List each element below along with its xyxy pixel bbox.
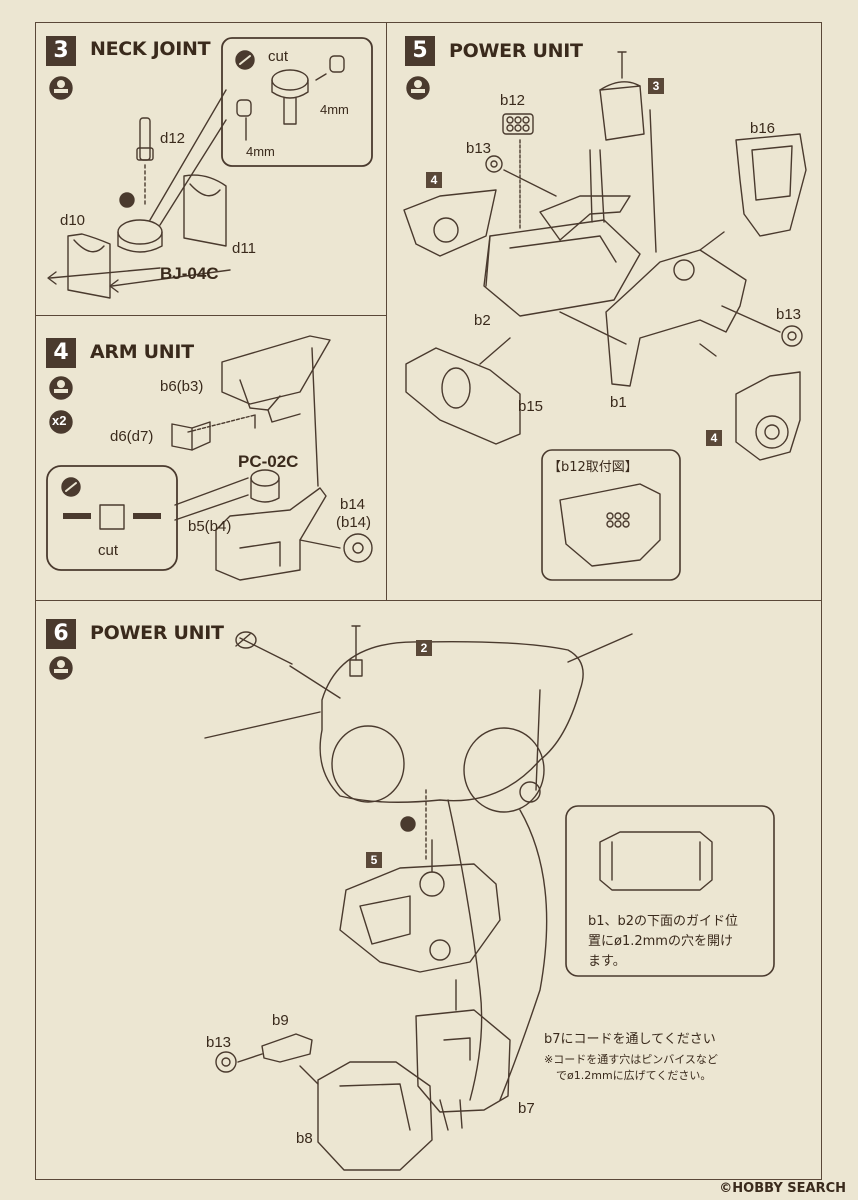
part-b12: b12 xyxy=(500,92,526,109)
multiplier-label: x2 xyxy=(52,413,67,428)
step6-panel xyxy=(35,600,822,1180)
callout-title: 【b12取付図】 xyxy=(548,460,638,475)
step6-title: POWER UNIT xyxy=(90,622,224,644)
cut-callout-box xyxy=(221,37,373,167)
glue-icon xyxy=(49,376,73,400)
part-b8: b8 xyxy=(296,1130,313,1147)
part-b7: b7 xyxy=(518,1100,535,1117)
step-ref-tag: 4 xyxy=(426,172,442,188)
cut-label: cut xyxy=(268,48,289,65)
part-pc-02c: PC-02C xyxy=(238,452,299,471)
part-b13: b13 xyxy=(206,1034,232,1051)
part-b1: b1 xyxy=(610,394,627,411)
part-d12: d12 xyxy=(160,130,186,147)
step-ref-tag: 4 xyxy=(706,430,722,446)
glue-icon xyxy=(49,656,73,680)
repeat-badge-icon xyxy=(49,410,73,434)
cord-note-line: ※コードを通す穴はピンバイスなど xyxy=(544,1053,718,1066)
step3-number: 3 xyxy=(46,36,76,66)
cord-note-line: でø1.2mmに広げてください。 xyxy=(556,1069,712,1082)
part-b16: b16 xyxy=(750,120,776,137)
hole-instruction-line: ます。 xyxy=(588,954,626,969)
part-d11: d11 xyxy=(232,240,256,257)
cord-instruction: b7にコードを通してください xyxy=(544,1032,716,1047)
dimension-label: 4mm xyxy=(320,102,349,117)
step6-number: 6 xyxy=(46,619,76,649)
part-b13: b13 xyxy=(466,140,492,157)
step5-number: 5 xyxy=(405,36,435,66)
part-d10: d10 xyxy=(60,212,86,229)
part-b2: b2 xyxy=(474,312,491,329)
part-b5: b5(b4) xyxy=(188,518,232,535)
hole-instruction-line: b1、b2の下面のガイド位 xyxy=(588,914,739,929)
cut-label: cut xyxy=(98,542,119,559)
watermark: ©HOBBY SEARCH xyxy=(719,1181,846,1196)
part-d6: d6(d7) xyxy=(110,428,154,445)
part-b6: b6(b3) xyxy=(160,378,204,395)
part-b14-alt: (b14) xyxy=(336,514,372,531)
part-b14: b14 xyxy=(340,496,366,513)
step5-title: POWER UNIT xyxy=(449,40,583,62)
part-b15: b15 xyxy=(518,398,544,415)
part-b13: b13 xyxy=(776,306,802,323)
step4-number: 4 xyxy=(46,338,76,368)
dimension-label: 4mm xyxy=(246,144,275,159)
step-ref-tag: 3 xyxy=(648,78,664,94)
step-ref-tag: 2 xyxy=(416,640,432,656)
step-ref-tag: 5 xyxy=(366,852,382,868)
cut-callout-box xyxy=(46,465,178,571)
step3-title: NECK JOINT xyxy=(90,38,211,60)
step4-title: ARM UNIT xyxy=(90,341,194,363)
glue-icon xyxy=(49,76,73,100)
glue-icon xyxy=(406,76,430,100)
part-b9: b9 xyxy=(272,1012,289,1029)
hole-instruction-line: 置にø1.2mmの穴を開け xyxy=(588,934,733,949)
part-bj-04c: BJ-04C xyxy=(160,264,219,283)
